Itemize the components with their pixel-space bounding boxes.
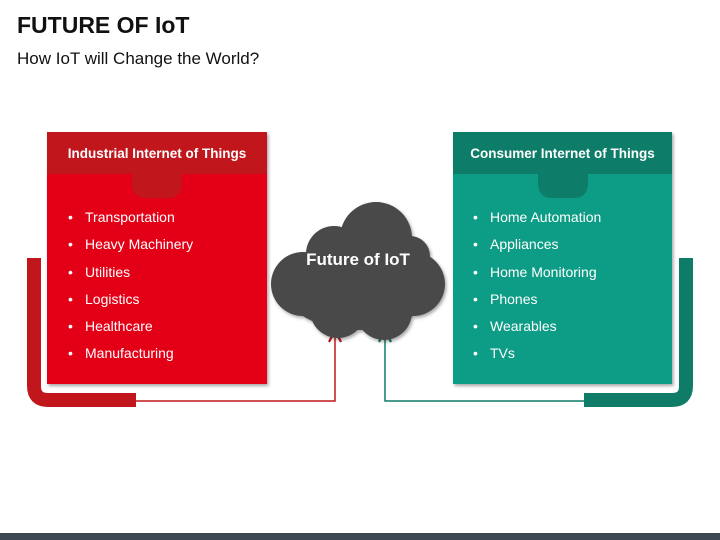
list-item: Manufacturing <box>68 340 193 368</box>
list-item: Home Automation <box>473 204 601 232</box>
left-connector-arrow <box>136 336 335 402</box>
footer-bar <box>0 533 720 540</box>
right-bracket <box>584 258 693 407</box>
list-item: Heavy Machinery <box>68 231 193 259</box>
list-item: Wearables <box>473 313 601 341</box>
list-item: Home Monitoring <box>473 259 601 287</box>
page-subtitle: How IoT will Change the World? <box>17 49 260 68</box>
list-item: Appliances <box>473 231 601 259</box>
left-panel-heading: Industrial Internet of Things <box>67 145 247 161</box>
cloud-shape <box>271 202 445 340</box>
page-title: FUTURE OF IoT <box>17 12 190 38</box>
right-panel-heading: Consumer Internet of Things <box>470 145 655 161</box>
list-item: Utilities <box>68 259 193 287</box>
left-panel-list: Transportation Heavy Machinery Utilities… <box>68 204 193 368</box>
list-item: Phones <box>473 286 601 314</box>
list-item: TVs <box>473 340 601 368</box>
list-item: Transportation <box>68 204 193 232</box>
right-connector-arrow <box>385 336 584 402</box>
left-bracket <box>27 258 136 407</box>
list-item: Healthcare <box>68 313 193 341</box>
right-panel-list: Home Automation Appliances Home Monitori… <box>473 204 601 368</box>
list-item: Logistics <box>68 286 193 314</box>
cloud-label: Future of IoT <box>306 250 410 269</box>
